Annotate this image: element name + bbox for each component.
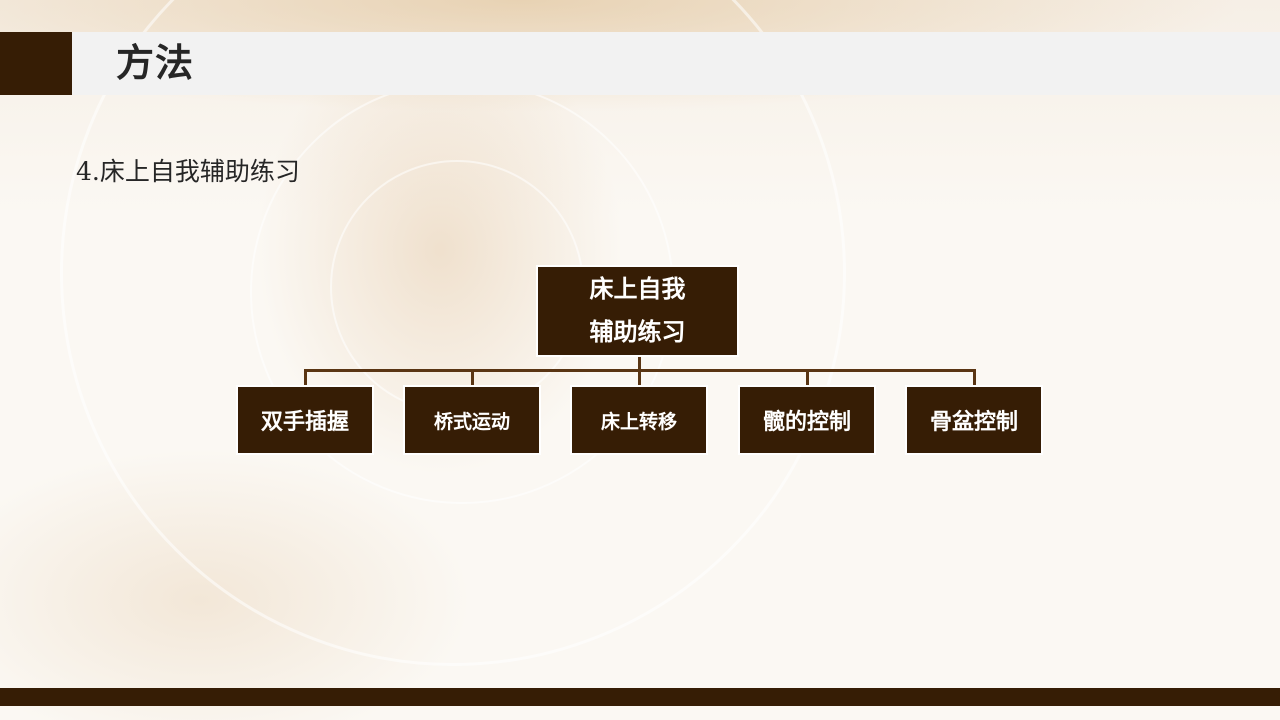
- child-node-label: 髋的控制: [762, 410, 851, 435]
- child-node-label: 桥式运动: [433, 410, 510, 433]
- connector-child-4: [806, 369, 809, 385]
- root-node-line-1: 床上自我: [589, 275, 686, 303]
- diagram-child-node-3: 床上转移: [570, 385, 708, 455]
- header-band: [0, 32, 1280, 95]
- footer-bar: [0, 688, 1280, 706]
- section-subtitle: 4.床上自我辅助练习: [76, 157, 300, 186]
- diagram-root-node: 床上自我 辅助练习: [536, 265, 739, 357]
- child-node-label: 床上转移: [600, 410, 677, 433]
- diagram-child-node-5: 骨盆控制: [905, 385, 1043, 455]
- connector-child-3: [638, 369, 641, 385]
- child-node-label: 双手插握: [260, 410, 349, 435]
- diagram-child-node-4: 髋的控制: [738, 385, 876, 455]
- diagram-child-node-2: 桥式运动: [403, 385, 541, 455]
- connector-child-5: [973, 369, 976, 385]
- diagram-child-node-1: 双手插握: [236, 385, 374, 455]
- slide-title: 方法: [116, 41, 195, 85]
- connector-child-1: [304, 369, 307, 385]
- root-node-line-2: 辅助练习: [589, 318, 686, 346]
- connector-child-2: [471, 369, 474, 385]
- header-accent-block: [0, 32, 72, 95]
- child-node-label: 骨盆控制: [929, 410, 1018, 435]
